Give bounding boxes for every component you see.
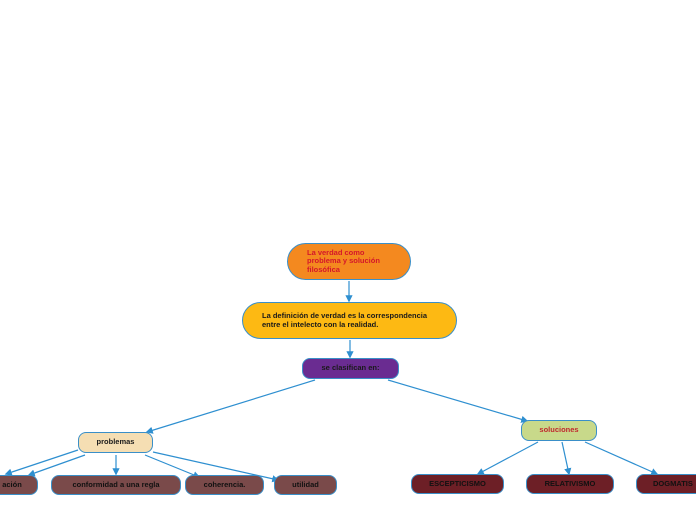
root-node-label: La verdad como problema y solución filos… — [307, 247, 380, 274]
edge-classify-soluciones — [387, 379, 529, 423]
definition-node[interactable]: La definición de verdad es la correspond… — [242, 302, 457, 339]
definition-node-label: La definición de verdad es la correspond… — [262, 310, 428, 329]
classify-node-label: se clasifican en: — [321, 363, 380, 373]
solution-node-dogmatismo-label: DOGMATIS — [653, 478, 693, 488]
problem-node-utilidad-label: utilidad — [292, 479, 319, 489]
solution-node-relativismo-label: RELATIVISMO — [544, 478, 596, 488]
soluciones-node-label: soluciones — [539, 425, 579, 435]
solution-node-dogmatismo[interactable]: DOGMATIS — [636, 474, 696, 494]
edge-problemas-p3 — [144, 454, 201, 479]
problem-node-coherencia[interactable]: coherencia. — [185, 475, 264, 495]
problem-node-utilidad[interactable]: utilidad — [274, 475, 337, 495]
problem-node-conformidad-label: conformidad a una regla — [72, 479, 160, 489]
edge-problemas-p1b — [27, 454, 86, 477]
edge-soluciones-s2 — [561, 441, 572, 476]
problemas-node-label: problemas — [96, 437, 135, 447]
problem-node-1[interactable]: ación — [0, 475, 38, 495]
edge-classify-problemas — [145, 379, 316, 434]
soluciones-node[interactable]: soluciones — [521, 420, 597, 441]
solution-node-escepticismo[interactable]: ESCEPTICISMO — [411, 474, 504, 494]
solution-node-relativismo[interactable]: RELATIVISMO — [526, 474, 614, 494]
problemas-node[interactable]: problemas — [78, 432, 153, 453]
edge-soluciones-s3 — [584, 441, 659, 475]
problem-node-conformidad[interactable]: conformidad a una regla — [51, 475, 181, 495]
edge-problemas-p1 — [4, 449, 79, 476]
problem-node-1-label: ación — [2, 479, 22, 489]
problem-node-coherencia-label: coherencia. — [203, 479, 246, 489]
solution-node-escepticismo-label: ESCEPTICISMO — [429, 478, 486, 488]
classify-node[interactable]: se clasifican en: — [302, 358, 399, 379]
root-node[interactable]: La verdad como problema y solución filos… — [287, 243, 411, 280]
edge-soluciones-s1 — [476, 441, 539, 475]
